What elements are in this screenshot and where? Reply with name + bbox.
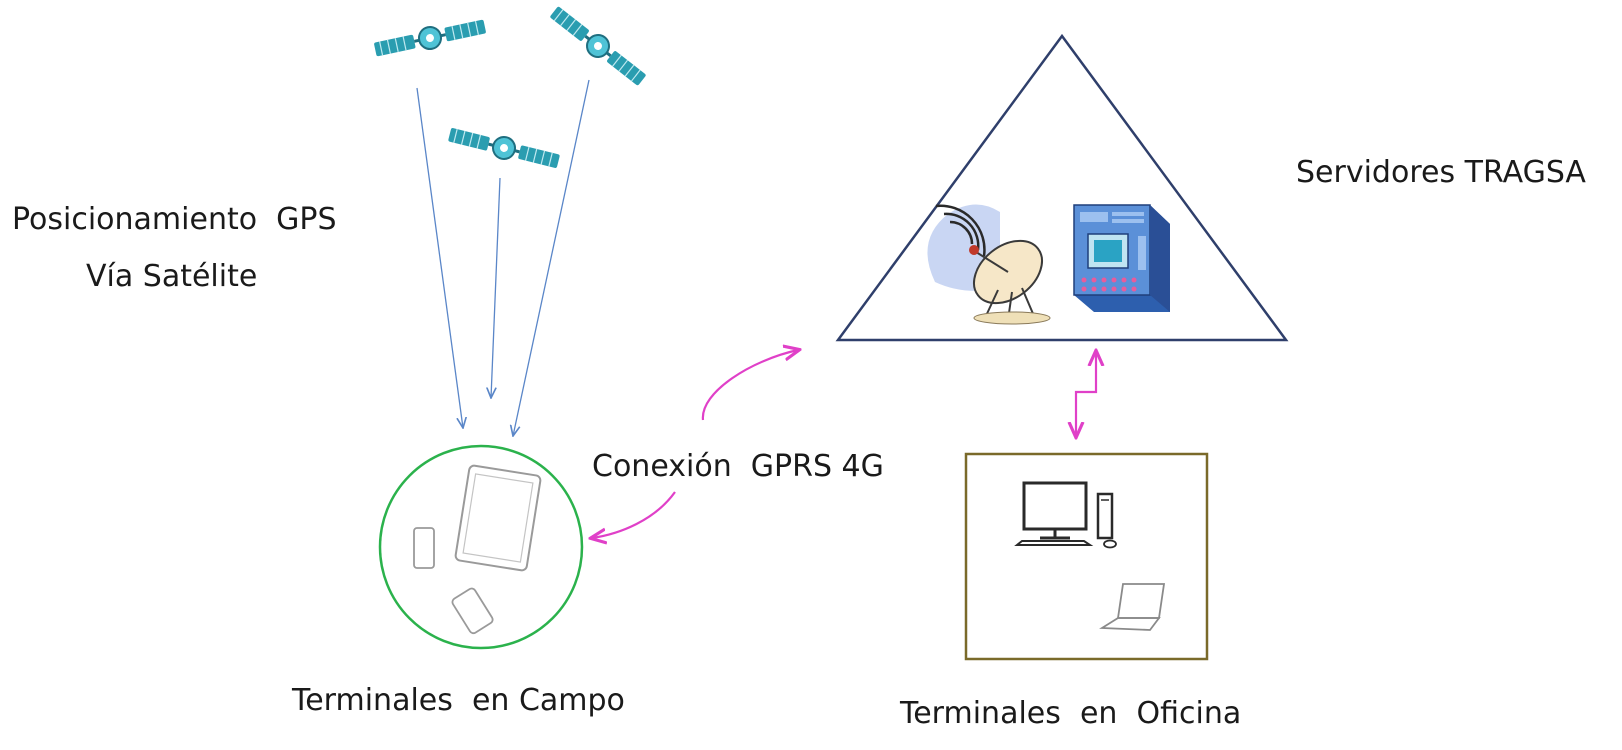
laptop-icon <box>1099 583 1166 631</box>
connection-label: Conexión GPRS 4G <box>592 449 884 484</box>
gps-label-line1: Posicionamiento GPS <box>12 202 337 237</box>
satellite-icon <box>545 1 651 91</box>
smartphone-icon <box>413 527 435 569</box>
smartphone-icon <box>451 587 494 635</box>
office-link-arrow <box>1076 352 1096 436</box>
field-terminals-circle <box>378 444 584 650</box>
gps-label-line2: Vía Satélite <box>86 259 258 294</box>
office-terminals-label: Terminales en Oficina <box>900 696 1242 731</box>
servers-label: Servidores TRAGSA <box>1296 155 1586 190</box>
gps-signal-arrow <box>513 79 590 436</box>
gps-signal-arrow <box>416 87 463 428</box>
desktop-pc-icon <box>1014 481 1117 549</box>
satellite-icon <box>371 14 489 62</box>
gprs-connection-arrow <box>701 350 798 421</box>
gps-signal-arrow <box>491 177 501 398</box>
satellite-icon <box>445 122 563 174</box>
gprs-connection-arrow <box>592 491 676 538</box>
satellite-dish-icon <box>927 204 1051 325</box>
server-tower-icon <box>1073 204 1170 312</box>
office-terminals-box <box>964 452 1209 661</box>
field-terminals-label: Terminales en Campo <box>292 683 625 718</box>
servers-triangle <box>835 33 1289 342</box>
tablet-icon <box>454 464 542 572</box>
